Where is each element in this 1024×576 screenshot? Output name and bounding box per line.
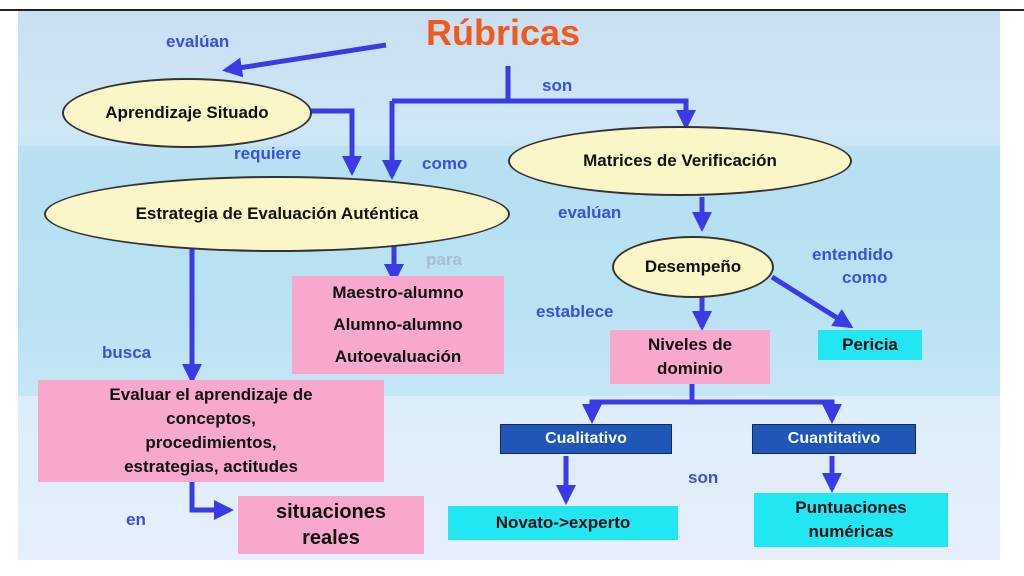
- link-label-establece: establece: [536, 302, 614, 321]
- node-label: Aprendizaje Situado: [105, 103, 269, 122]
- node-evaluar-aprendizaje: Evaluar el aprendizaje de conceptos, pro…: [38, 380, 384, 482]
- link-label-requiere: requiere: [234, 144, 302, 163]
- puntuaciones-line-2: numéricas: [808, 522, 894, 541]
- node-label: Matrices de Verificación: [583, 151, 777, 170]
- node-label: Desempeño: [644, 257, 742, 276]
- arrow-niveles-cualitativo: [582, 399, 692, 424]
- link-label-son-top: son: [542, 76, 573, 95]
- link-label-son-bottom: son: [688, 468, 719, 487]
- node-cualitativo: Cualitativo: [500, 424, 672, 454]
- situaciones-line-2: reales: [302, 527, 360, 549]
- top-frame-line: [0, 9, 1024, 11]
- evaluar-line-3: procedimientos,: [145, 433, 277, 452]
- niveles-line-2: dominio: [656, 359, 724, 378]
- node-label: Estrategia de Evaluación Auténtica: [135, 204, 419, 223]
- participante-2: Alumno-alumno: [333, 315, 463, 334]
- arrow-niveles-cuantitativo: [692, 399, 842, 424]
- situaciones-line-1: situaciones: [275, 501, 387, 523]
- node-aprendizaje-situado: Aprendizaje Situado: [62, 78, 312, 148]
- puntuaciones-line-1: Puntuaciones: [795, 498, 907, 517]
- page-title: Rúbricas: [426, 12, 581, 53]
- node-puntuaciones-numericas: Puntuaciones numéricas: [754, 493, 948, 547]
- participante-3: Autoevaluación: [334, 347, 462, 366]
- participante-1: Maestro-alumno: [332, 283, 464, 302]
- node-cuantitativo: Cuantitativo: [752, 424, 916, 454]
- arrow-rubricas-matrices: [392, 98, 696, 130]
- link-label-evaluan-top: evalúan: [166, 32, 230, 51]
- evaluar-line-2: conceptos,: [166, 409, 256, 428]
- link-label-como-right: como: [842, 268, 888, 287]
- node-label: Pericia: [842, 335, 898, 354]
- arrow-desempeno-pericia: [770, 274, 854, 329]
- node-label: Cuantitativo: [787, 430, 881, 447]
- evaluar-line-4: estrategias, actitudes: [124, 457, 298, 476]
- node-matrices-verificacion: Matrices de Verificación: [508, 126, 852, 196]
- link-label-evaluan-right: evalúan: [558, 203, 622, 222]
- link-label-como: como: [422, 154, 468, 173]
- node-participantes: Maestro-alumno Alumno-alumno Autoevaluac…: [292, 276, 504, 374]
- link-label-busca: busca: [102, 343, 152, 362]
- node-estrategia-evaluacion: Estrategia de Evaluación Auténtica: [44, 176, 510, 252]
- niveles-line-1: Niveles de: [647, 335, 733, 354]
- link-label-en: en: [126, 510, 146, 529]
- node-label: Novato->experto: [495, 513, 631, 532]
- node-pericia: Pericia: [818, 330, 922, 360]
- node-situaciones-reales: situaciones reales: [238, 496, 424, 554]
- arrow-aprendizaje-estrategia: [304, 108, 362, 176]
- arrow-rubricas-aprendizaje: [222, 42, 387, 78]
- node-desempeno: Desempeño: [612, 236, 774, 298]
- node-label: Cualitativo: [545, 430, 627, 447]
- node-niveles-dominio: Niveles de dominio: [610, 330, 770, 384]
- arrow-evaluar-situaciones: [189, 482, 234, 520]
- node-novato-experto: Novato->experto: [448, 506, 678, 540]
- link-label-entendido: entendido: [812, 245, 894, 264]
- link-label-para: para: [426, 250, 462, 269]
- evaluar-line-1: Evaluar el aprendizaje de: [109, 385, 313, 404]
